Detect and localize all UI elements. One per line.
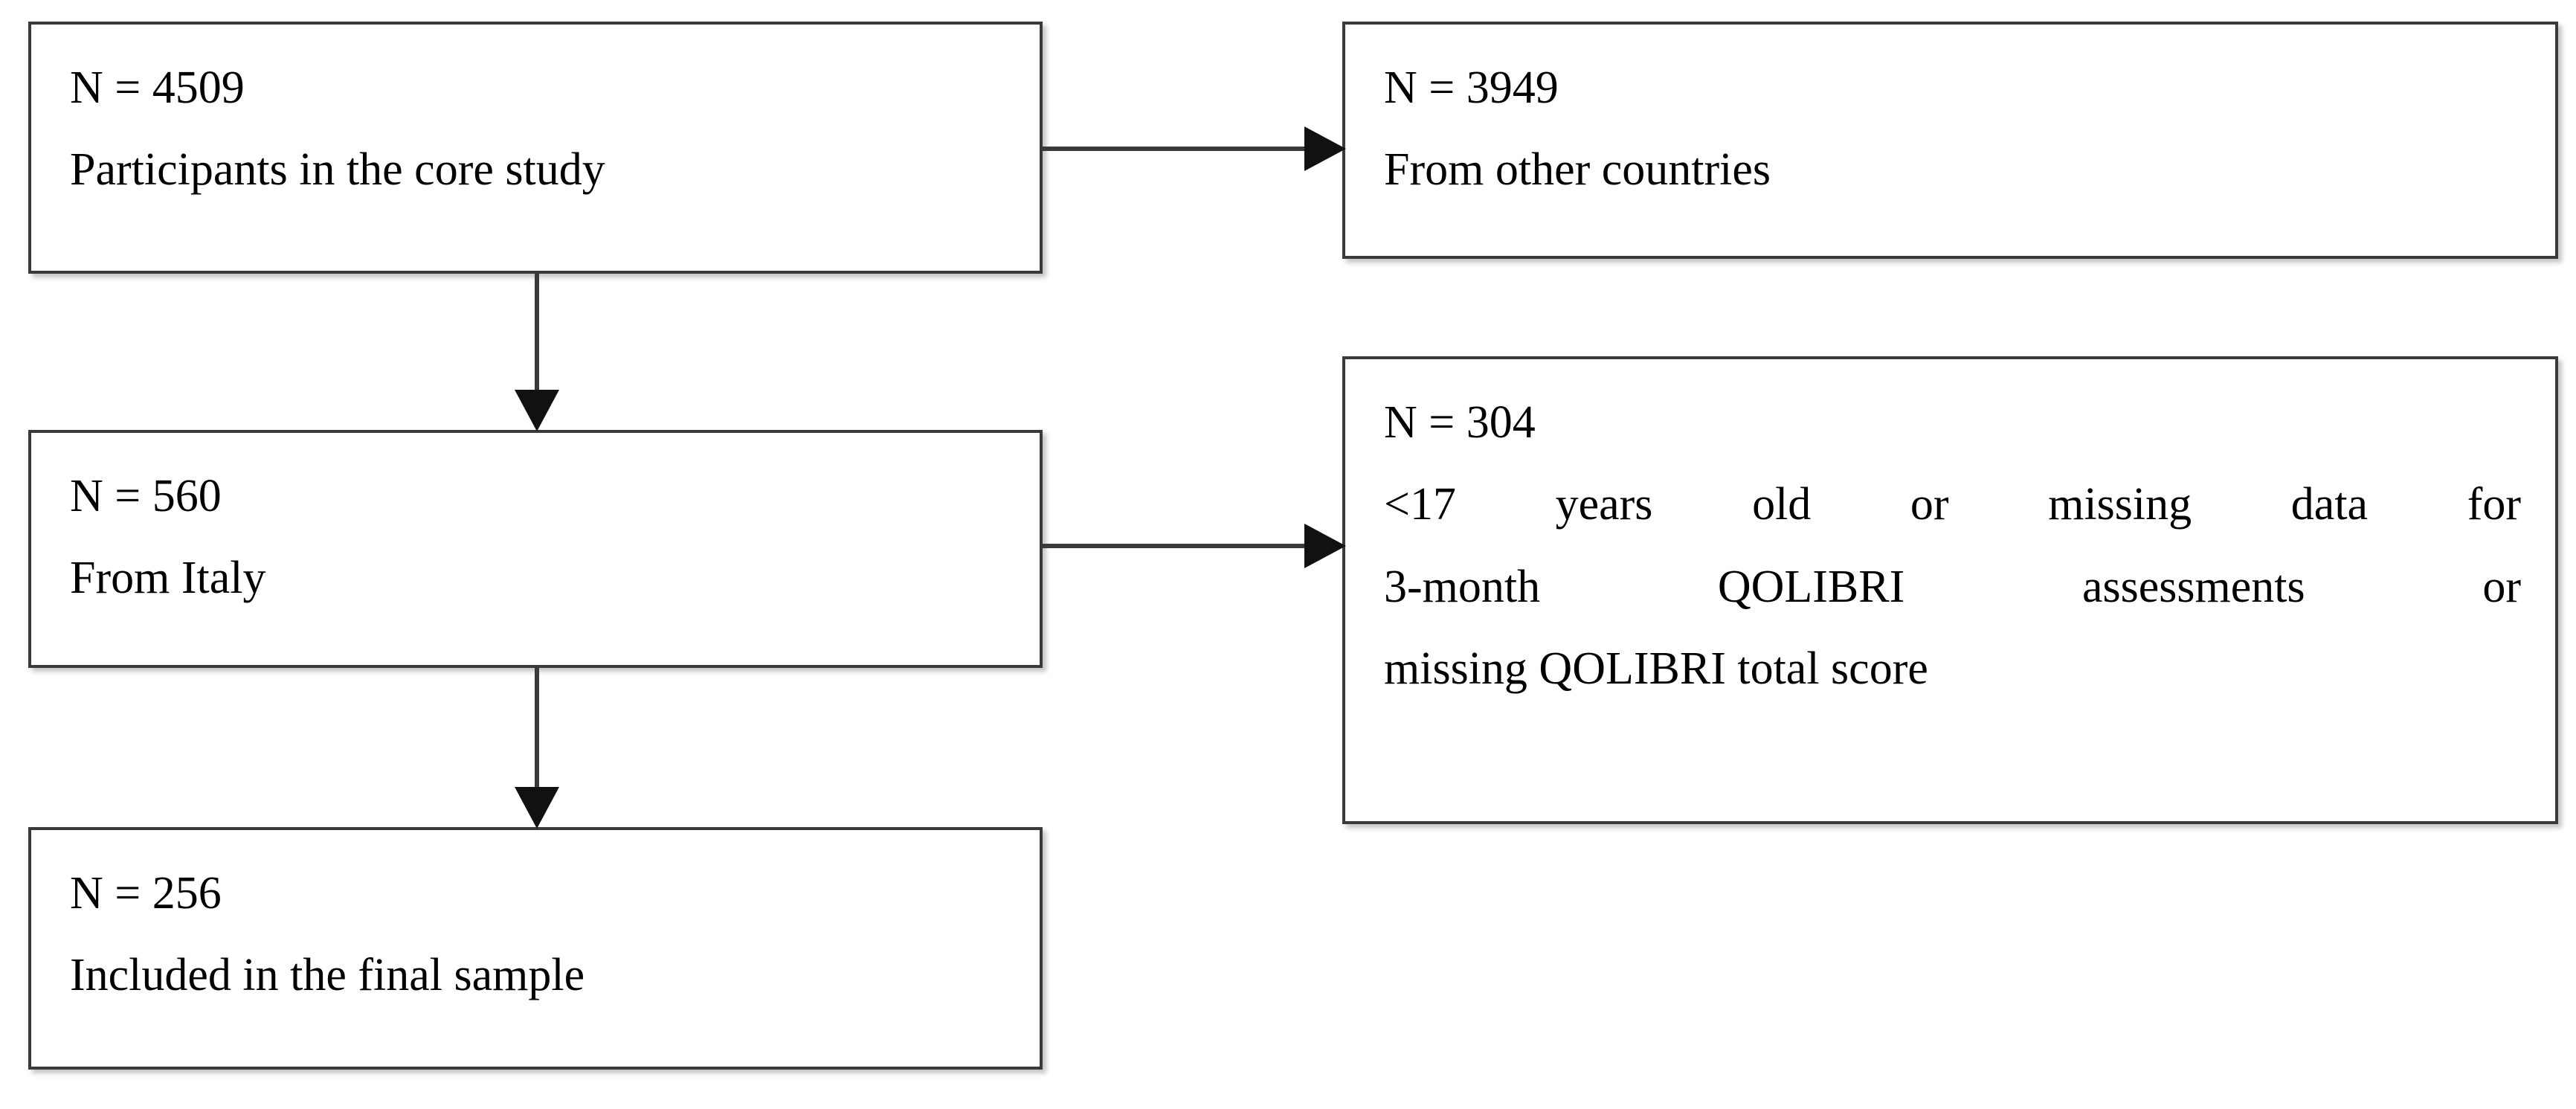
arrow-head <box>515 390 559 431</box>
arrow-right-icon-italy-to-excluded <box>1041 524 1346 568</box>
italy-count: N = 560 <box>70 471 222 521</box>
excluded-description-line-2: 3-month QOLIBRI assessments or <box>1384 561 2521 612</box>
excluded-description-line-1: <17 years old or missing data for <box>1384 479 2521 530</box>
flow-box-other-countries: N = 3949 From other countries <box>1342 22 2558 259</box>
flow-box-other-countries-text: N = 3949 From other countries <box>1384 47 2521 211</box>
flow-box-final-sample-text: N = 256 Included in the final sample <box>70 852 1005 1017</box>
excluded-description-line-3: missing QOLIBRI total score <box>1384 643 1928 695</box>
arrow-shaft <box>1041 544 1306 548</box>
other-countries-description: From other countries <box>1384 144 1771 196</box>
core-study-count: N = 4509 <box>70 62 245 113</box>
flow-box-italy: N = 560 From Italy <box>28 430 1043 668</box>
flow-box-final-sample: N = 256 Included in the final sample <box>28 827 1043 1070</box>
core-study-description: Participants in the core study <box>70 144 605 196</box>
arrow-down-icon-core-to-italy <box>515 272 559 431</box>
arrow-shaft <box>1041 147 1306 151</box>
flow-box-italy-text: N = 560 From Italy <box>70 455 1005 620</box>
arrow-right-icon-core-to-other <box>1041 126 1346 171</box>
flow-box-core-study-text: N = 4509 Participants in the core study <box>70 47 1005 211</box>
flow-box-excluded-text: N = 304 <17 years old or missing data fo… <box>1384 382 2521 710</box>
arrow-shaft <box>535 666 539 788</box>
arrow-head <box>1304 524 1346 568</box>
arrow-down-icon-italy-to-final <box>515 666 559 829</box>
excluded-count: N = 304 <box>1384 397 1536 448</box>
arrow-shaft <box>535 272 539 391</box>
arrow-head <box>515 787 559 829</box>
flow-box-excluded: N = 304 <17 years old or missing data fo… <box>1342 356 2558 824</box>
other-countries-count: N = 3949 <box>1384 62 1559 113</box>
final-sample-description: Included in the final sample <box>70 950 585 1001</box>
final-sample-count: N = 256 <box>70 868 222 919</box>
italy-description: From Italy <box>70 553 266 604</box>
flow-box-core-study: N = 4509 Participants in the core study <box>28 22 1043 274</box>
arrow-head <box>1304 126 1346 171</box>
